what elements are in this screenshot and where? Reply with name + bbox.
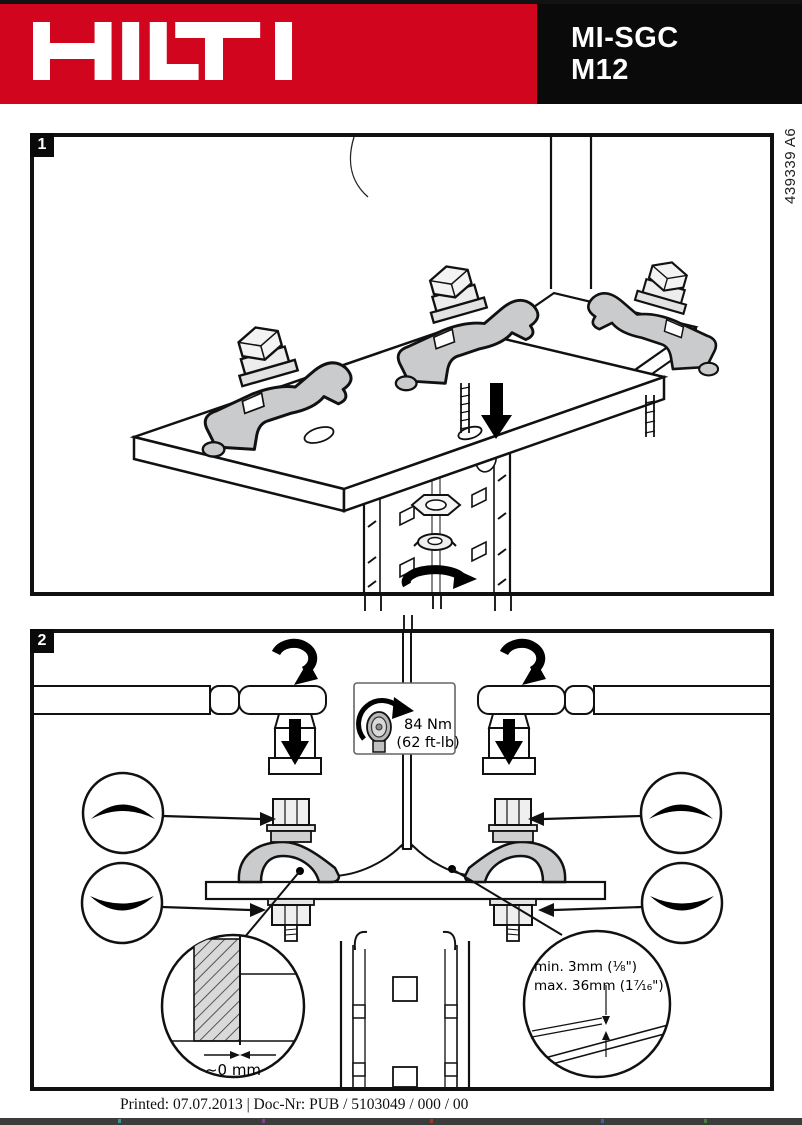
- print-mark: [704, 1119, 707, 1123]
- press-down-arrow: [281, 719, 309, 765]
- max-label: max. 36mm (1⁷⁄₁₆"): [534, 978, 664, 994]
- page-top-rule: [0, 0, 802, 4]
- left-assembly: [34, 685, 341, 942]
- turn-arrow: [401, 565, 477, 589]
- torque-wrench-icon: [356, 697, 414, 753]
- figure-2-illustration: 84 Nm (62 ft-lb): [34, 633, 770, 1087]
- beam-edge-line: [349, 137, 369, 198]
- bracket-plate: [129, 325, 669, 513]
- right-assembly: [463, 684, 770, 943]
- channel-stub-line: [432, 596, 434, 609]
- hilti-logo: [33, 22, 293, 80]
- beam-web-stub-line: [411, 615, 413, 629]
- channel-stub-line: [510, 596, 512, 611]
- figure-1-frame: [30, 133, 774, 596]
- hilti-logo-letters: [33, 22, 293, 80]
- product-code: MI-SGC M12: [537, 4, 802, 87]
- channel-strut: [339, 930, 471, 1087]
- gap-detail-circle: ~0 mm: [160, 933, 306, 1079]
- beam-flange: [330, 843, 479, 883]
- rotate-arrow-left: [271, 638, 318, 685]
- orientation-circles: [80, 771, 724, 945]
- clamp-front: [237, 798, 341, 942]
- channel-stub-line: [364, 596, 366, 611]
- hanging-rod: [644, 395, 656, 437]
- down-arrow: [481, 383, 512, 439]
- torque-value-alt: (62 ft-lb): [396, 735, 459, 751]
- bottom-print-bar: [0, 1118, 802, 1125]
- print-mark: [430, 1119, 433, 1123]
- rotate-arrow-right: [499, 638, 546, 685]
- beam-web-stub-line: [403, 615, 405, 629]
- min-label: min. 3mm (¹⁄₈"): [534, 959, 637, 975]
- torque-value: 84 Nm: [404, 717, 452, 733]
- bracket-plate: [204, 880, 607, 901]
- print-mark: [118, 1119, 121, 1123]
- product-code-line1: MI-SGC: [571, 22, 679, 54]
- leader-lines: [243, 865, 563, 939]
- channel-stub-line: [380, 596, 382, 611]
- wrench: [34, 685, 327, 715]
- product-code-line2: M12: [571, 54, 629, 87]
- channel-stub-line: [440, 596, 442, 609]
- figure-1-illustration: [129, 137, 720, 592]
- print-mark: [262, 1119, 265, 1123]
- figure-1-badge: 1: [30, 133, 54, 157]
- range-detail-circle: min. 3mm (¹⁄₈") max. 36mm (1⁷⁄₁₆"): [522, 929, 672, 1079]
- threaded-rod: [459, 383, 471, 433]
- header-product-block: MI-SGC M12: [537, 4, 802, 104]
- channel-stub-line: [494, 596, 496, 611]
- torque-callout: 84 Nm (62 ft-lb): [353, 682, 460, 755]
- doc-code-vertical: 439339 A6: [782, 127, 799, 204]
- lock-washer: [413, 533, 457, 551]
- figure-2-frame: 84 Nm (62 ft-lb): [30, 629, 774, 1091]
- hex-nut: [410, 494, 462, 516]
- figure-2-badge: 2: [30, 629, 54, 653]
- pointer-arrows: [161, 812, 643, 917]
- footer-print-info: Printed: 07.07.2013 | Doc-Nr: PUB / 5103…: [120, 1096, 469, 1113]
- gap-label: ~0 mm: [205, 1061, 261, 1079]
- print-mark: [601, 1119, 604, 1123]
